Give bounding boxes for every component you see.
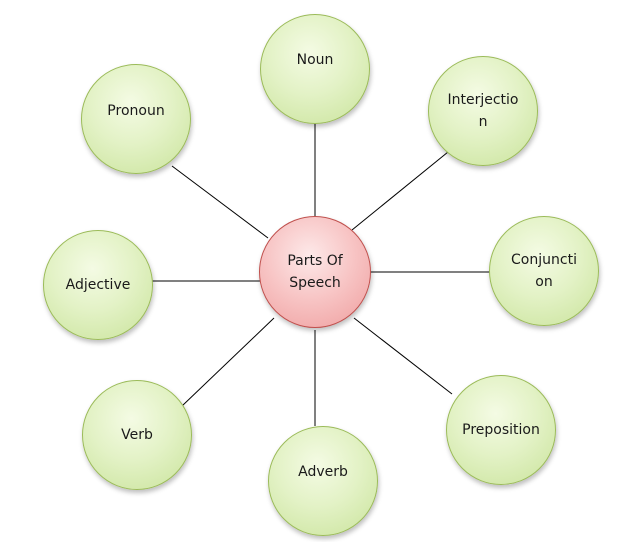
node-preposition: Preposition (446, 375, 556, 485)
node-pronoun: Pronoun (81, 64, 191, 174)
node-interjection-label: Interjection (447, 92, 519, 130)
node-verb: Verb (82, 380, 192, 490)
node-noun-label: Noun (296, 52, 334, 68)
node-adverb: Adverb (268, 426, 378, 536)
node-interjection: Interjection (428, 56, 538, 166)
node-adjective-label: Adjective (65, 277, 131, 293)
node-verb-label: Verb (121, 427, 153, 443)
connector-pronoun (171, 165, 269, 239)
node-pronoun-label: Pronoun (107, 103, 165, 119)
connector-verb (181, 317, 275, 407)
node-conjunction: Conjunction (489, 216, 599, 326)
connector-preposition (353, 317, 453, 395)
node-preposition-label: Preposition (462, 422, 540, 438)
center-node-label: Parts Of Speech (287, 253, 343, 291)
connector-interjection (351, 151, 449, 231)
node-adverb-label: Adverb (298, 464, 348, 480)
node-conjunction-label: Conjunction (511, 252, 577, 290)
center-node-parts-of-speech: Parts Of Speech (259, 216, 371, 328)
node-noun: Noun (260, 14, 370, 124)
node-adjective: Adjective (43, 230, 153, 340)
